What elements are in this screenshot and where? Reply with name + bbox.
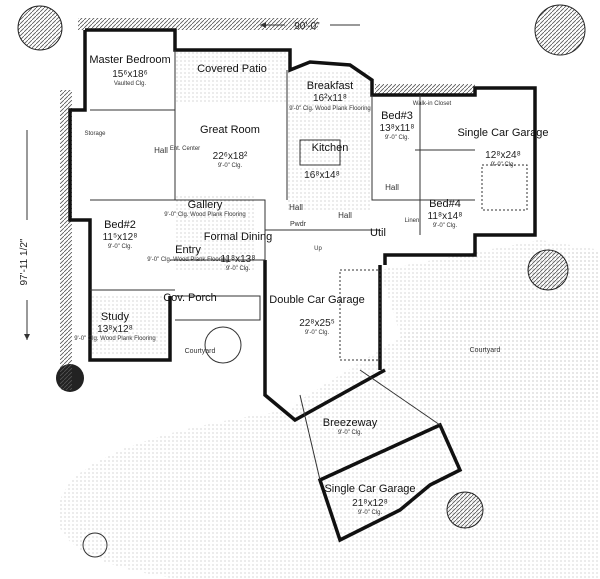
room-breakfast: Breakfast 16²x11⁸ 9'-0" Clg. Wood Plank …	[289, 80, 371, 112]
room-label: 22⁶x18²	[213, 151, 248, 162]
interior-walls	[90, 50, 528, 481]
room-bed-3: Bed#3 13⁸x11⁸ 9'-0" Clg.	[380, 110, 415, 141]
room-label: Courtyard	[185, 348, 216, 355]
room-breezeway: Breezeway 9'-0" Clg.	[323, 417, 378, 436]
room-label: 9'-0" Clg.	[433, 223, 458, 229]
room-double-car-garage: Double Car Garage 22⁸x25⁵ 9'-0" Clg.	[269, 294, 364, 336]
gallery-floor	[175, 195, 255, 270]
room-label: 16⁸x14⁸	[304, 170, 340, 181]
room-label: 21⁸x12⁸	[352, 498, 388, 509]
room-label: Gallery	[188, 199, 223, 211]
room-label: 9'-0" Clg.	[108, 244, 133, 250]
room-single-car-garage-1: Single Car Garage 12⁸x24⁸ 9'-0" Clg.	[457, 127, 548, 168]
depth-label: 97'-11 1/2"	[19, 238, 30, 285]
room-label: 9'-0" Clg. Wood Plank Flooring	[74, 336, 156, 342]
room-label: Vaulted Clg.	[114, 81, 147, 87]
room-label: 9'-0" Clg.	[226, 266, 251, 272]
room-label: Breakfast	[307, 80, 353, 92]
room-bed-4: Bed#4 11⁸x14⁸ 9'-0" Clg.	[428, 198, 463, 229]
room-bed-2: Bed#2 11⁵x12⁸ 9'-0" Clg.	[103, 219, 138, 250]
room-label: Bed#2	[104, 219, 136, 231]
room-label: 13⁸x11⁸	[380, 123, 415, 134]
covered-patio-floor	[175, 48, 287, 103]
room-label: 9'-0" Clg.	[305, 330, 330, 336]
room-label: 11⁸x14⁸	[428, 211, 463, 222]
room-label: 11⁸x13⁸	[221, 254, 256, 265]
room-label: Covered Patio	[197, 63, 267, 75]
room-label: Bed#3	[381, 110, 413, 122]
room-label: Kitchen	[312, 142, 349, 154]
room-label: Single Car Garage	[324, 483, 415, 495]
room-formal-dining: Formal Dining 11⁸x13⁸ 9'-0" Clg.	[204, 231, 272, 272]
room-label: Courtyard	[470, 347, 501, 354]
great-room-name: Great Room	[200, 124, 260, 136]
hall-label: Hall	[385, 183, 399, 192]
width-label: 90'-0"	[294, 21, 320, 32]
room-entry: Entry 9'-0" Clg. Wood Plank Flooring	[147, 244, 229, 263]
room-covered-porch: Cov. Porch	[163, 292, 217, 304]
stairs-up-label: Up	[314, 246, 322, 252]
room-label: Double Car Garage	[269, 294, 364, 306]
linen-label: Linen	[405, 218, 420, 224]
ent-center-label: Ent. Center	[170, 146, 200, 152]
room-label: Master Bedroom	[89, 54, 170, 66]
room-label: 9'-0" Clg. Wood Plank Flooring	[164, 212, 246, 218]
room-label: Study	[101, 311, 130, 323]
courtyard-side: Courtyard	[470, 347, 501, 354]
room-label: 22⁸x25⁵	[299, 318, 335, 329]
room-study: Study 13⁸x12⁸ 9'-0" Clg. Wood Plank Floo…	[74, 311, 156, 342]
storage-label: Storage	[84, 131, 106, 137]
room-label: Formal Dining	[204, 231, 272, 243]
room-label: Util	[370, 227, 386, 239]
room-label: 9'-0" Clg.	[385, 135, 410, 141]
hall-label: Hall	[338, 211, 352, 220]
room-great-room: 22⁶x18² 9'-0" Clg.	[213, 151, 248, 169]
study-floor	[90, 296, 170, 356]
room-label: 12⁸x24⁸	[485, 150, 521, 161]
room-util: Util	[370, 227, 386, 239]
room-label: 9'-0" Clg.	[338, 430, 363, 436]
room-label: Bed#4	[429, 198, 461, 210]
depth-dimension: 97'-11 1/2"	[19, 130, 30, 340]
room-label: Cov. Porch	[163, 292, 217, 304]
room-label: Single Car Garage	[457, 127, 548, 139]
room-label: 16²x11⁸	[313, 93, 347, 104]
room-label: 9'-0" Clg.	[218, 163, 243, 169]
room-label: Breezeway	[323, 417, 378, 429]
room-label: 9'-0" Clg.	[358, 510, 383, 516]
room-gallery: Gallery 9'-0" Clg. Wood Plank Flooring	[164, 199, 246, 218]
planter	[375, 84, 475, 94]
courtyard-front: Courtyard	[185, 348, 216, 355]
room-label: 13⁸x12⁸	[97, 324, 133, 335]
room-single-car-garage-2: Single Car Garage 21⁸x12⁸ 9'-0" Clg.	[324, 483, 415, 516]
room-label: 15⁶x18⁶	[112, 69, 147, 80]
room-kitchen: Kitchen 16⁸x14⁸	[304, 142, 348, 181]
hall-label: Hall	[154, 146, 168, 155]
width-dimension: 90'-0"	[260, 21, 360, 32]
room-label: 9'-0" Clg. Wood Plank Flooring	[289, 106, 371, 112]
room-label: 9'-0" Clg.	[491, 162, 516, 168]
hall-label: Hall	[289, 203, 303, 212]
room-label: 11⁵x12⁸	[103, 232, 138, 243]
powder-label: Pwdr	[290, 221, 307, 228]
walk-in-closet-label: Walk-in Closet	[413, 101, 452, 107]
room-label: Entry	[175, 244, 201, 256]
room-master-bedroom: Master Bedroom 15⁶x18⁶ Vaulted Clg.	[89, 54, 170, 87]
room-covered-patio: Covered Patio	[197, 63, 267, 75]
planter	[78, 18, 318, 30]
room-label: 9'-0" Clg. Wood Plank Flooring	[147, 257, 229, 263]
